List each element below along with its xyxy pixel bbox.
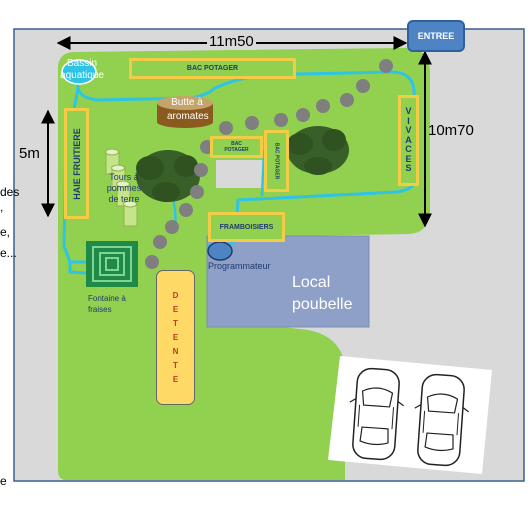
width-label: 11m50 [207, 33, 256, 50]
bassin-label: Bassin aquatique [60, 58, 104, 81]
framboisiers-label: FRAMBOISIERS [219, 223, 274, 231]
parking-cars [328, 356, 492, 474]
letter: D [172, 290, 179, 300]
letter: E [405, 153, 412, 164]
letter: S [405, 163, 412, 174]
side-label: 5m [19, 145, 40, 162]
clipped-text-1: des [0, 185, 20, 199]
haie-fruitiere-bed: HAIE FRUITIERE [64, 108, 89, 219]
fontaine-label: Fontaine à fraises [88, 294, 126, 314]
letter: T [173, 360, 178, 370]
butte-aromates-mound [157, 96, 213, 128]
bac-potager-small-label: BAC POTAGER [224, 141, 249, 153]
bac-potager-top-label: BAC POTAGER [186, 65, 239, 72]
irrigation-line-bac [260, 149, 266, 197]
fontaine-fraises-icon [86, 241, 138, 287]
letter: E [172, 374, 179, 384]
tours-label: Tours à pommes de terre [106, 172, 142, 204]
irrigation-line-main [76, 70, 418, 248]
framboisiers-bed: FRAMBOISIERS [208, 212, 285, 242]
haie-fruitiere-label: HAIE FRUITIERE [71, 127, 82, 200]
entree-button[interactable]: ENTREE [407, 20, 465, 52]
clipped-text-4: e... [0, 246, 17, 260]
letter: C [405, 144, 412, 155]
butte-label: Butte à aromates [167, 97, 209, 122]
bac-potager-top: BAC POTAGER [129, 58, 296, 79]
clipped-text-2: , [0, 200, 4, 214]
bush-left [136, 150, 200, 202]
clipped-text-5: e [0, 474, 7, 488]
potato-towers [105, 148, 138, 227]
entree-label: ENTREE [417, 31, 455, 41]
letter: V [405, 125, 412, 136]
bac-potager-vertical: BAC POTAGER [264, 130, 289, 192]
terrace-patch [216, 160, 264, 188]
bac-potager-vertical-label: BAC POTAGER [273, 142, 280, 180]
local-poubelle-label: Local poubelle [292, 274, 353, 313]
letter: A [405, 134, 412, 145]
programmateur-icon [207, 241, 233, 261]
clipped-text-3: e, [0, 225, 11, 239]
bac-potager-small: BAC POTAGER [210, 136, 263, 158]
letter: T [173, 318, 178, 328]
basin-water [61, 59, 97, 85]
local-poubelle [206, 235, 370, 328]
bush-right [287, 126, 349, 175]
letter: V [405, 106, 412, 117]
letter: E [172, 304, 179, 314]
stepping-stones [145, 59, 393, 269]
letter: N [172, 346, 179, 356]
programmateur-label: Programmateur [208, 261, 271, 271]
letter: E [172, 332, 179, 342]
depth-label: 10m70 [428, 122, 474, 139]
letter: I [407, 115, 410, 126]
